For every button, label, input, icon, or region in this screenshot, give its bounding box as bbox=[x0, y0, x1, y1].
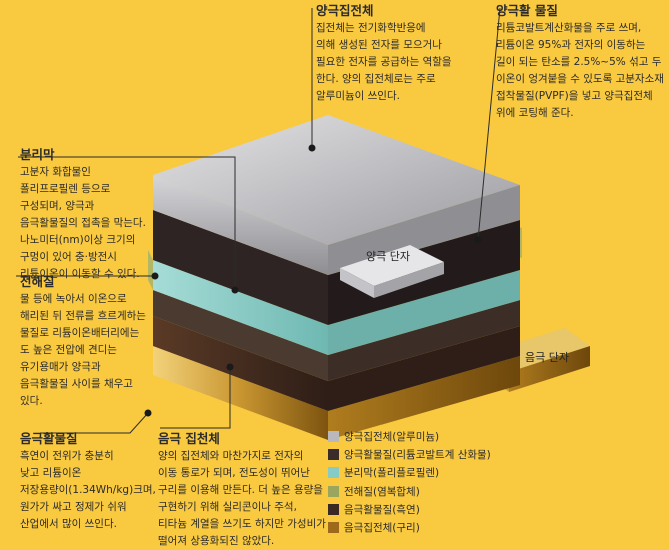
leader-lines bbox=[16, 7, 501, 434]
callout-cathode-active: 양극활 물질 리튬코발트계산화물을 주로 쓰며, 리튬이온 95%과 전자의 이… bbox=[496, 2, 668, 122]
legend: 양극집전체(알루미늄) 양극활물질(리튬코발트계 산화물) 분리막(폴리플로필렌) 전… bbox=[328, 427, 491, 537]
callout-electrolyte: 전해질 물 등에 녹아서 이온으로 해리된 뒤 전류를 흐르게하는 물질로 리튬… bbox=[20, 273, 160, 410]
callout-title: 분리막 bbox=[20, 147, 55, 162]
callout-body: 양의 집전체와 마찬가지로 전자의 이동 통로가 되며, 전도성이 뛰어난 구리… bbox=[158, 450, 326, 547]
legend-swatch bbox=[328, 467, 339, 479]
callout-body: 흑연이 전위가 충분히 낮고 리튬이온 저장용량이(1.34Wh/kg)크며, … bbox=[20, 450, 156, 530]
anode-terminal-label: 음극 단자 bbox=[525, 351, 569, 364]
callout-title: 음극활물질 bbox=[20, 431, 78, 446]
callout-body: 집전체는 전기화학반응에 의해 생성된 전자를 모으거나 필요한 전자를 공급하… bbox=[316, 22, 452, 102]
legend-swatch bbox=[328, 503, 339, 515]
legend-item: 분리막(폴리플로필렌) bbox=[328, 464, 491, 482]
cathode-terminal-label: 양극 단자 bbox=[366, 250, 410, 263]
legend-item: 음극집전체(구리) bbox=[328, 518, 491, 536]
callout-cathode-collector: 양극집전체 집전체는 전기화학반응에 의해 생성된 전자를 모으거나 필요한 전… bbox=[316, 2, 486, 105]
legend-swatch bbox=[328, 448, 339, 460]
legend-item: 음극활물질(흑연) bbox=[328, 500, 491, 518]
leader-dots bbox=[144, 144, 482, 417]
legend-label: 음극활물질(흑연) bbox=[344, 503, 420, 516]
legend-label: 전해질(염복합체) bbox=[344, 485, 420, 498]
legend-item: 양극집전체(알루미늄) bbox=[328, 427, 491, 445]
callout-anode-collector: 음극 집천체 양의 집전체와 마찬가지로 전자의 이동 통로가 되며, 전도성이… bbox=[158, 430, 326, 550]
layer-separator bbox=[153, 260, 520, 355]
legend-label: 분리막(폴리플로필렌) bbox=[344, 467, 440, 480]
legend-swatch bbox=[328, 430, 339, 442]
legend-swatch bbox=[328, 522, 339, 534]
legend-label: 양극활물질(리튬코발트계 산화물) bbox=[344, 448, 491, 461]
legend-item: 전해질(염복합체) bbox=[328, 482, 491, 500]
callout-body: 리튬코발트계산화물을 주로 쓰며, 리튬이온 95%과 전자의 이동하는 길이 … bbox=[496, 22, 664, 119]
callout-title: 전해질 bbox=[20, 274, 55, 289]
legend-label: 양극집전체(알루미늄) bbox=[344, 430, 440, 443]
legend-swatch bbox=[328, 485, 339, 497]
callout-title: 음극 집천체 bbox=[158, 431, 220, 446]
callout-separator: 분리막 고분자 화합물인 폴리프로필렌 등으로 구성되며, 양극과 음극활물질의… bbox=[20, 146, 170, 283]
callout-title: 양극활 물질 bbox=[496, 3, 558, 18]
layer-cathode-collector bbox=[153, 115, 520, 275]
layer-anode-active bbox=[153, 316, 520, 411]
callout-anode-active: 음극활물질 흑연이 전위가 충분히 낮고 리튬이온 저장용량이(1.34Wh/k… bbox=[20, 430, 160, 533]
legend-item: 양극활물질(리튬코발트계 산화물) bbox=[328, 445, 491, 463]
legend-label: 음극집전체(구리) bbox=[344, 522, 420, 535]
callout-title: 양극집전체 bbox=[316, 3, 374, 18]
callout-body: 고분자 화합물인 폴리프로필렌 등으로 구성되며, 양극과 음극활물질의 접촉을… bbox=[20, 166, 146, 280]
layer-anode-collector bbox=[153, 346, 520, 440]
callout-body: 물 등에 녹아서 이온으로 해리된 뒤 전류를 흐르게하는 물질로 리튬이온배터… bbox=[20, 293, 146, 407]
cathode-terminal bbox=[340, 245, 444, 298]
